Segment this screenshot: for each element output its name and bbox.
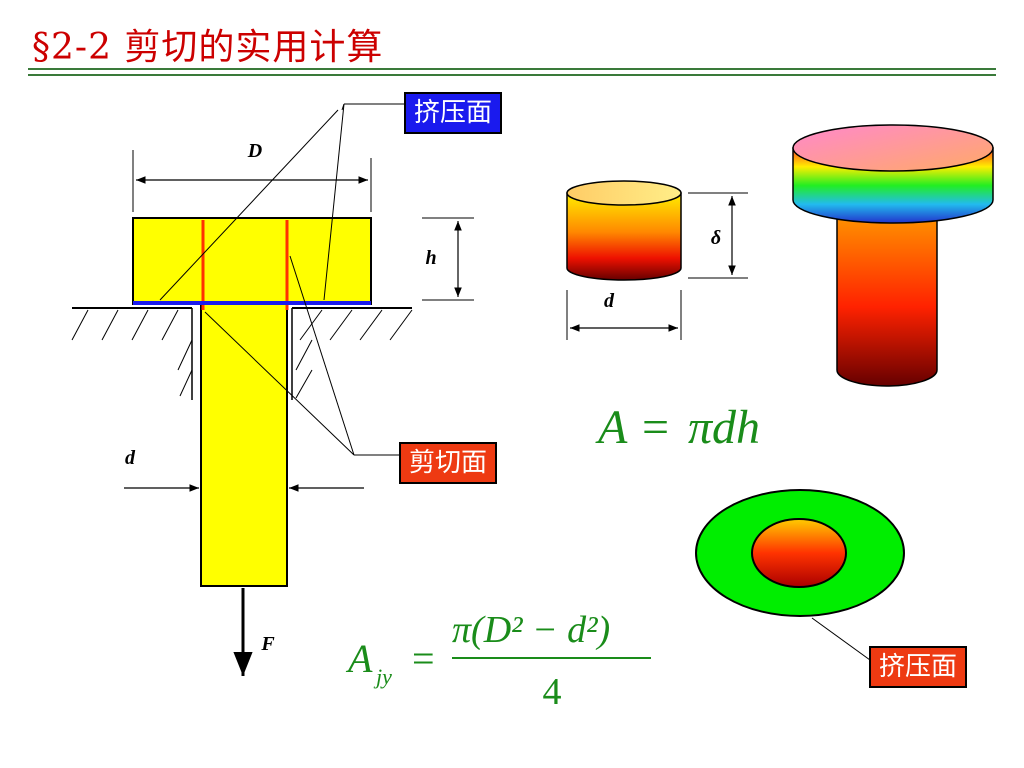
leader-bearing-bottom	[811, 617, 871, 661]
formula-shear-lhs: A	[595, 401, 628, 454]
formula-bearing-lhs: A	[345, 636, 373, 681]
label-d-shank: d	[125, 447, 136, 469]
shear-cylinder-3d	[566, 180, 748, 340]
page-title: §2-2 剪切的实用计算	[32, 27, 384, 68]
formula-bearing-eq: =	[412, 636, 435, 681]
formula-bearing-denominator: 4	[543, 671, 562, 713]
formula-bearing-area: A jy = π(D² − d²) 4	[345, 609, 651, 713]
formula-shear-rhs: πdh	[688, 401, 760, 454]
formula-shear-area: A = πdh	[595, 401, 760, 454]
label-delta: δ	[711, 227, 721, 249]
label-D: D	[247, 140, 262, 162]
label-d-cylinder: d	[604, 290, 615, 312]
bolt-cross-section	[71, 103, 474, 676]
label-F: F	[260, 633, 275, 655]
label-shear-surface: 剪切面	[399, 442, 498, 484]
bearing-ring	[695, 489, 905, 661]
label-h: h	[425, 247, 436, 269]
plate-hatching	[71, 309, 413, 399]
label-bearing-surface-top: 挤压面	[404, 92, 503, 134]
title-underline-secondary	[28, 74, 996, 76]
title-underline	[28, 68, 996, 70]
formula-bearing-numerator: π(D² − d²)	[452, 609, 610, 651]
bolt-3d	[792, 124, 994, 387]
label-bearing-surface-bottom: 挤压面	[869, 646, 968, 688]
formula-shear-eq: =	[642, 401, 669, 454]
bolt-shank	[200, 303, 288, 587]
formula-bearing-sub: jy	[373, 664, 392, 689]
